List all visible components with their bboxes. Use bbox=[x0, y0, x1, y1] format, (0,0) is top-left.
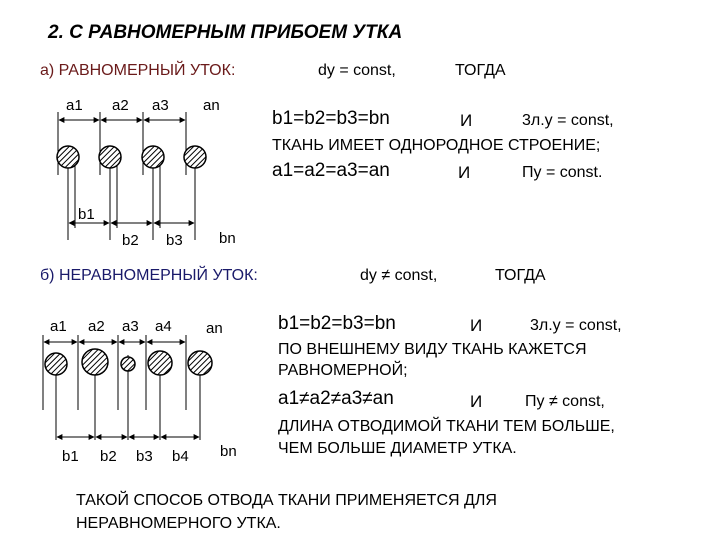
section-a-line-2: ТКАНЬ ИМЕЕТ ОДНОРОДНОЕ СТРОЕНИЕ; bbox=[272, 137, 601, 154]
label-b2: b2 bbox=[122, 232, 139, 249]
label-a2: а2 bbox=[88, 318, 105, 335]
section-a-label: а) РАВНОМЕРНЫЙ УТОК: bbox=[40, 62, 236, 79]
section-b-line-2: ПО ВНЕШНЕМУ ВИДУ ТКАНЬ КАЖЕТСЯ bbox=[278, 341, 587, 358]
label-b3: b3 bbox=[166, 232, 183, 249]
section-b-line-5: ДЛИНА ОТВОДИМОЙ ТКАНИ ТЕМ БОЛЬШЕ, bbox=[278, 418, 615, 435]
section-a-formula-b: b1=b2=b3=bn bbox=[272, 108, 390, 129]
section-a-condition: dy = const, bbox=[318, 62, 396, 79]
label-a3: а3 bbox=[152, 97, 169, 114]
label-b4: b4 bbox=[172, 448, 189, 465]
conclusion-line-1: ТАКОЙ СПОСОБ ОТВОДА ТКАНИ ПРИМЕНЯЕТСЯ ДЛ… bbox=[76, 492, 497, 509]
section-b-and-1: И bbox=[470, 316, 483, 335]
weft-thread bbox=[120, 356, 136, 372]
section-b-and-2: И bbox=[470, 392, 483, 411]
page-title: 2. С РАВНОМЕРНЫМ ПРИБОЕМ УТКА bbox=[48, 22, 403, 43]
section-b-formula-b: b1=b2=b3=bn bbox=[278, 313, 396, 334]
weft-thread bbox=[141, 145, 165, 169]
section-b-line-3: РАВНОМЕРНОЙ; bbox=[278, 362, 408, 379]
label-b1: b1 bbox=[62, 448, 79, 465]
section-a-and-1: И bbox=[460, 111, 473, 130]
label-a4: а4 bbox=[155, 318, 172, 335]
weft-thread bbox=[183, 145, 207, 169]
section-b-label: б) НЕРАВНОМЕРНЫЙ УТОК: bbox=[40, 267, 258, 284]
weft-thread bbox=[56, 145, 80, 169]
section-a-value-1: 3л.у = const, bbox=[522, 112, 614, 129]
section-b-value-1: 3л.у = const, bbox=[530, 317, 622, 334]
label-bn: bn bbox=[219, 230, 236, 247]
section-b-condition: dy ≠ const, bbox=[360, 267, 438, 284]
section-a-value-2: Пу = const. bbox=[522, 164, 603, 181]
section-a-formula-a: а1=а2=а3=аn bbox=[272, 160, 390, 181]
label-bn: bn bbox=[220, 443, 237, 460]
label-b1: b1 bbox=[78, 206, 95, 223]
weft-thread bbox=[98, 145, 122, 169]
label-a2: а2 bbox=[112, 97, 129, 114]
section-a-and-2: И bbox=[458, 163, 471, 182]
label-b3: b3 bbox=[136, 448, 153, 465]
section-b-formula-a: а1≠а2≠а3≠аn bbox=[278, 388, 394, 409]
label-a1: а1 bbox=[66, 97, 83, 114]
conclusion-line-2: НЕРАВНОМЕРНОГО УТКА. bbox=[76, 515, 281, 532]
weft-thread bbox=[187, 350, 213, 376]
label-a3: а3 bbox=[122, 318, 139, 335]
section-b-value-2: Пу ≠ const, bbox=[525, 393, 605, 410]
label-b2: b2 bbox=[100, 448, 117, 465]
section-a-then: ТОГДА bbox=[455, 62, 506, 79]
label-an: аn bbox=[203, 97, 220, 114]
section-b-line-6: ЧЕМ БОЛЬШЕ ДИАМЕТР УТКА. bbox=[278, 440, 517, 457]
weft-thread bbox=[147, 350, 173, 376]
label-an: аn bbox=[206, 320, 223, 337]
weft-thread bbox=[44, 352, 68, 376]
weft-thread bbox=[81, 348, 109, 376]
section-b-then: ТОГДА bbox=[495, 267, 546, 284]
label-a1: а1 bbox=[50, 318, 67, 335]
